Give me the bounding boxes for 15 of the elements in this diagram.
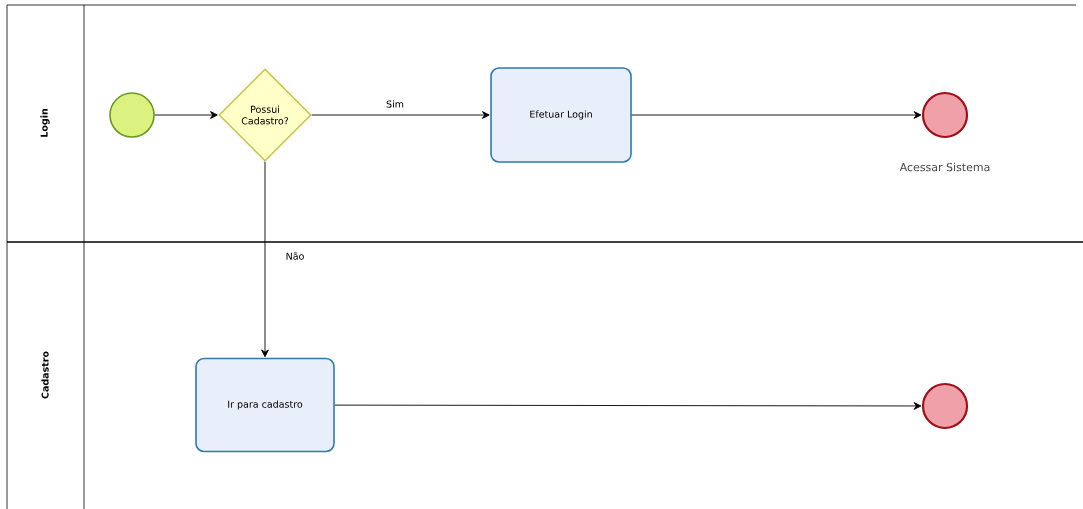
arrow [154, 111, 218, 119]
edge-label: Sim [385, 99, 405, 109]
lane-title: Cadastro [41, 351, 49, 399]
start-event-circle [109, 92, 155, 138]
lane-title: Login [40, 109, 50, 137]
arrow [311, 111, 490, 119]
edge-label: Não [284, 251, 306, 261]
task-box: Ir para cadastro [195, 357, 335, 453]
end-event-circle [921, 91, 969, 139]
arrow [631, 111, 922, 119]
arrow [261, 161, 269, 358]
arrow [334, 402, 922, 410]
event-label: Acessar Sistema [899, 162, 990, 172]
task-box: Efetuar Login [490, 67, 632, 163]
end-event-circle [921, 382, 969, 430]
